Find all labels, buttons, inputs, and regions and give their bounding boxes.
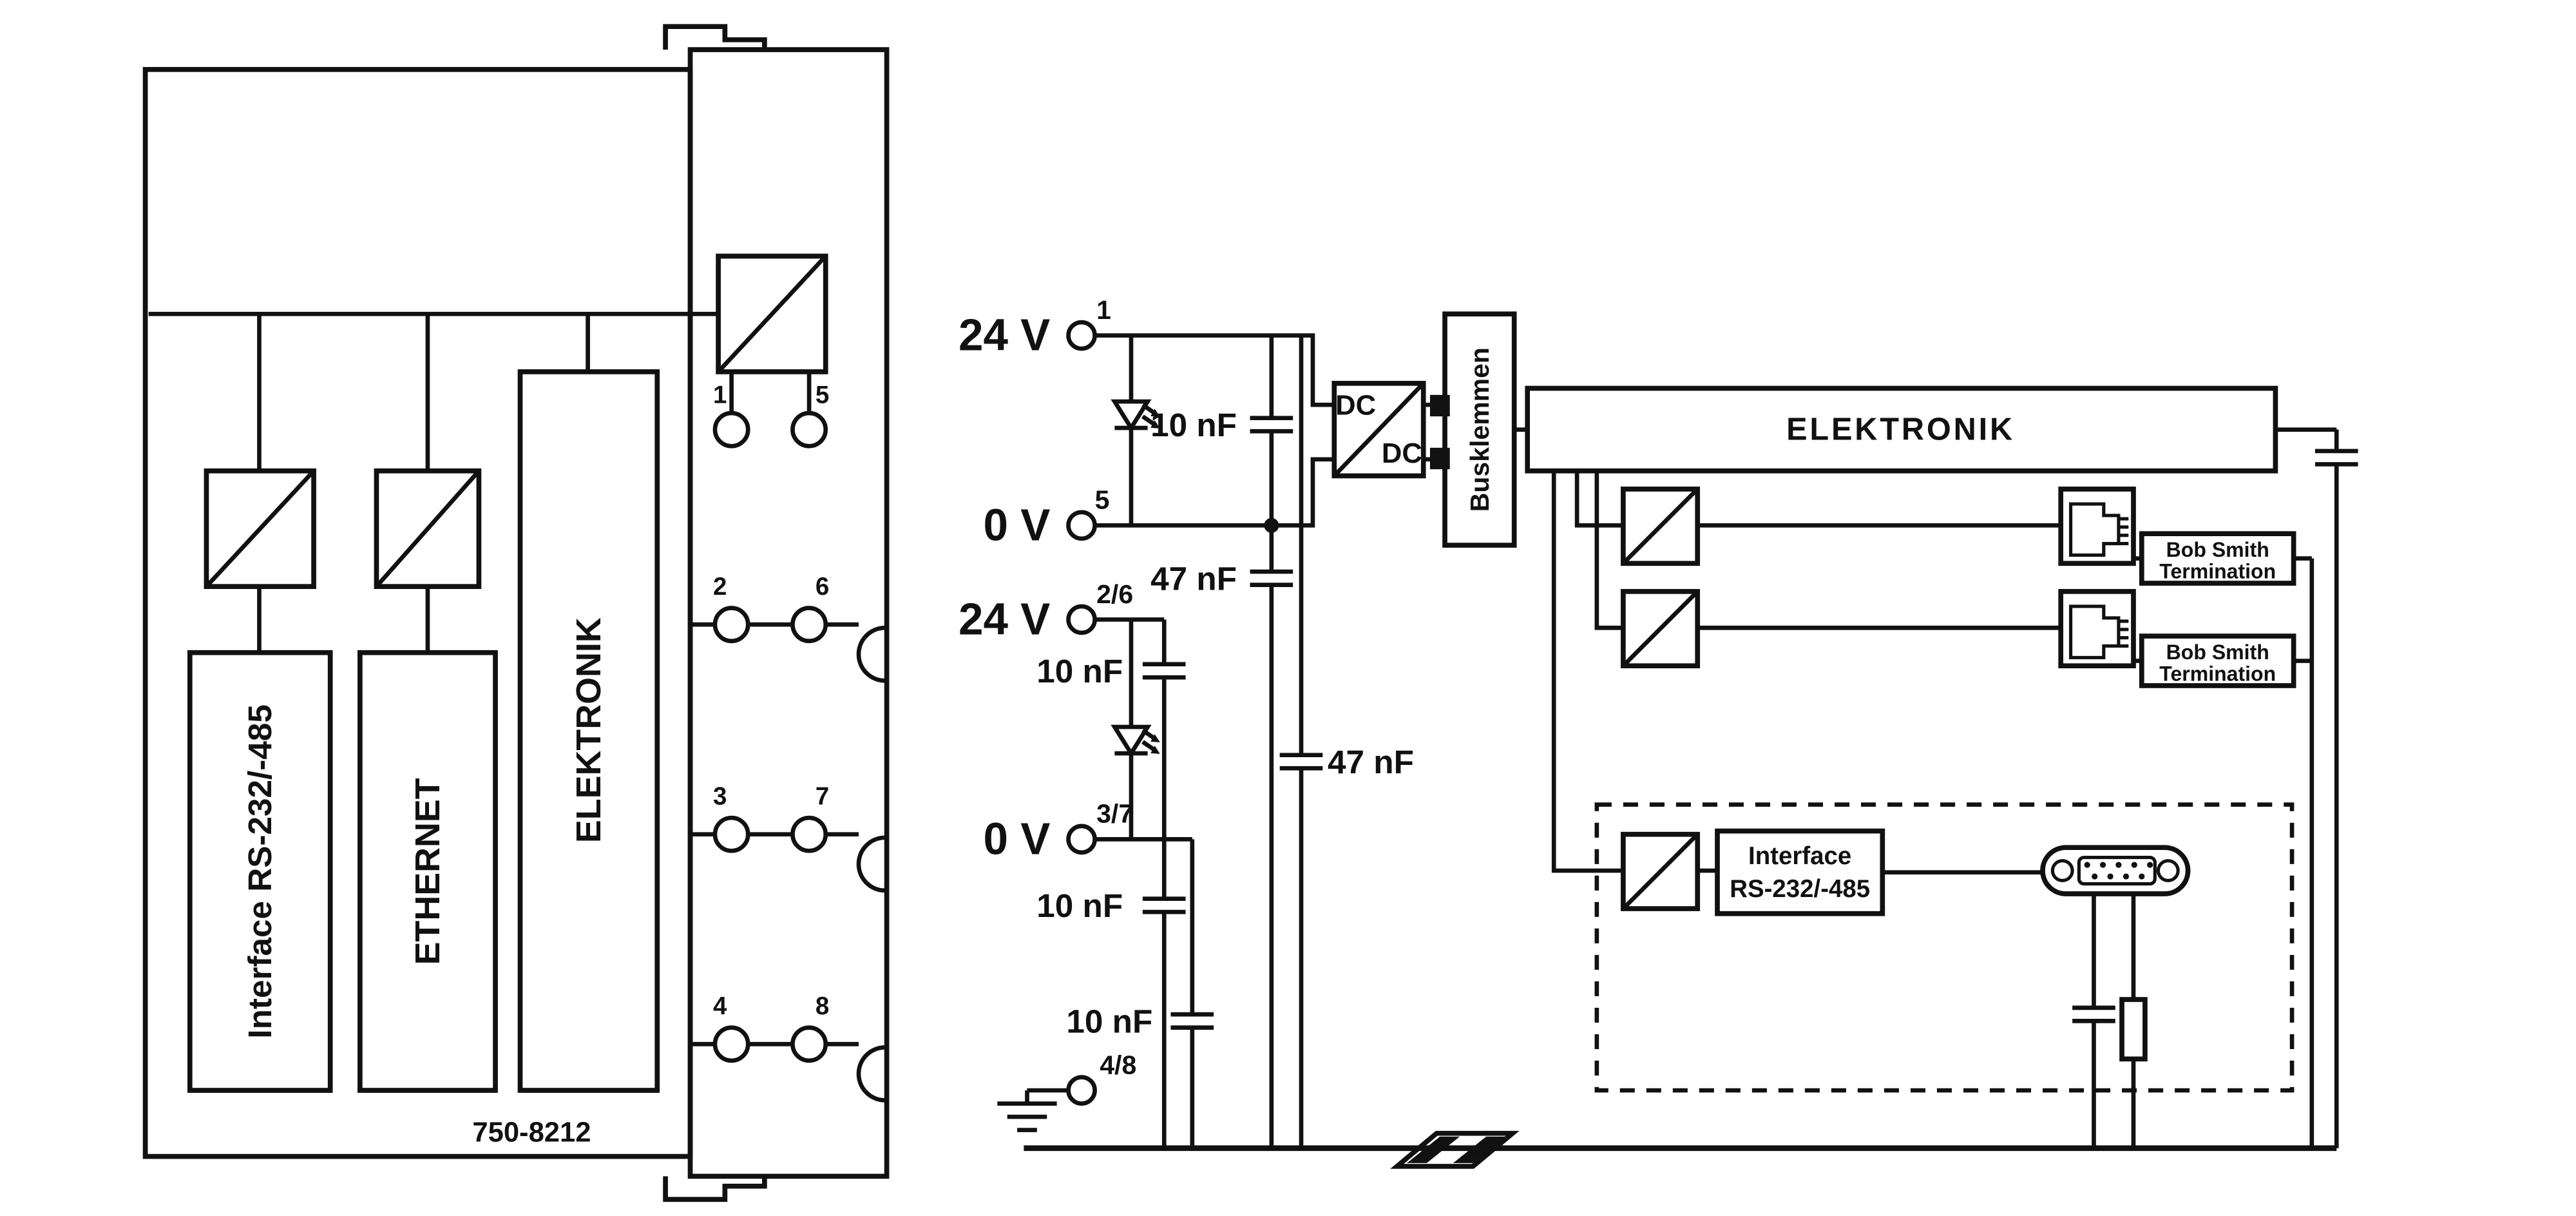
bus-terminal: Busklemmen [1429,311,1528,548]
dcdc-converter: DC DC [1331,381,1430,479]
label-24v-field: 24 V [959,594,1050,644]
serial-label-line2: RS-232/-485 [1730,875,1870,903]
cap-label-10nf-field-a: 10 nF [1036,653,1123,690]
cage-clamp-arc-2 [856,835,886,893]
pin-1-contact [1066,320,1097,351]
capacitor-47nf-a [1250,572,1293,585]
terminal-4-label: 4 [713,992,727,1020]
elektronik-label: ELEKTRONIK [1786,412,2015,447]
rj45-connector-1 [2058,487,2136,566]
cage-clamp-arc-3 [856,1045,886,1103]
terminal-1-label: 1 [713,381,727,409]
dcdc-box [1331,381,1426,479]
serial-dashed-boundary [1594,802,2295,1093]
bus-contact-pad-2 [1429,447,1450,470]
device-model-label: 750-8212 [472,1117,591,1148]
terminal-4 [712,1025,750,1063]
internal-blocks: Interface RS-232/-485 ETHERNET ELEKTRONI… [187,369,660,1093]
interface-block-label: Interface RS-232/-485 [242,704,278,1038]
terminal-5 [790,410,828,449]
cap-label-10nf-system: 10 nF [1150,407,1237,443]
din-rail-symbol [1390,1130,1520,1169]
terminal-7-label: 7 [816,783,829,811]
bob-smith-1-line2: Termination [2159,559,2276,583]
terminal-6-label: 6 [816,573,829,601]
terminal-8-label: 8 [816,992,829,1020]
internal-wiring [148,311,719,653]
junction-dot [1264,517,1279,533]
bob-smith-1-line1: Bob Smith [2166,538,2269,561]
cap-label-10nf-field-c: 10 nF [1066,1003,1152,1039]
terminal-5-label: 5 [816,381,829,409]
capacitor-47nf-b [1280,755,1323,769]
earth-ground-symbol [997,1088,1069,1132]
cap-label-47nf-b: 47 nF [1328,744,1414,780]
capacitor-10nf-field-b [1143,899,1186,912]
terminal-2-label: 2 [713,573,727,601]
power-schematic: 24 V 1 0 V 5 10 nF 47 nF 47 nF 24 V 2/6 … [959,295,2337,1169]
bob-smith-2-line1: Bob Smith [2166,641,2269,664]
capacitor-10nf-field-c [1170,1014,1214,1028]
elektronik-unit: ELEKTRONIK [1525,385,2358,1148]
bus-contact-pad-1 [1429,394,1450,417]
elektronik-block-label: ELEKTRONIK [569,617,608,843]
terminal-3 [712,815,750,853]
label-0v-field: 0 V [983,813,1050,864]
label-24v-system: 24 V [959,310,1050,360]
terminal-3-label: 3 [713,783,727,811]
ethernet-channel-1: Bob Smith Termination [1574,470,2312,586]
ethernet-block-label: ETHERNET [408,778,447,965]
terminal-1 [712,410,750,449]
cap-label-10nf-field-b: 10 nF [1036,887,1123,924]
pin-5-contact [1066,510,1097,541]
bob-smith-2-line2: Termination [2159,662,2276,685]
pin-48-label: 4/8 [1100,1050,1136,1079]
pin-37-contact [1066,824,1097,855]
pin-26-contact [1066,604,1097,635]
capacitor-serial [2072,1008,2115,1021]
dcdc-label-top: DC [1335,391,1376,421]
serial-interface-section: Interface RS-232/-485 [1551,470,2295,1148]
busklemmen-label: Busklemmen [1465,347,1494,512]
terminal-column-outline [687,47,890,1179]
terminal-8 [790,1025,828,1063]
terminal-contacts: 1 5 2 6 3 7 4 8 [690,371,886,1103]
label-0v-system: 0 V [983,499,1050,550]
pin-5-label: 5 [1095,485,1110,515]
ethernet-channel-2: Bob Smith Termination [1594,470,2314,1148]
mounting-tab-bottom [663,1176,767,1202]
db9-connector [2040,845,2191,896]
resistor-serial [2119,997,2148,1062]
left-device: Interface RS-232/-485 ETHERNET ELEKTRONI… [142,24,890,1202]
terminal-7 [790,815,828,853]
terminal-6 [790,606,828,644]
pin-37-label: 3/7 [1096,799,1133,829]
dcdc-label-bottom: DC [1382,438,1422,469]
field-supply-wires [1094,617,1195,1148]
mounting-tab-top [663,24,767,50]
cage-clamp-arc-1 [856,625,886,683]
serial-label-line1: Interface [1748,842,1851,870]
rj45-connector-2 [2058,589,2136,669]
cap-label-47nf-a: 47 nF [1150,560,1237,597]
device-body-outline [142,66,693,1159]
pin-48-contact [1066,1075,1097,1106]
pin-1-label: 1 [1096,295,1111,325]
system-supply-wires [1094,333,1335,1148]
capacitor-10nf-field-a [1143,664,1186,678]
led-field-power [1114,727,1159,754]
pin-26-label: 2/6 [1096,579,1133,609]
capacitor-10nf-system [1250,418,1293,432]
terminal-2 [712,606,750,644]
capacitor-fe [2315,451,2358,465]
